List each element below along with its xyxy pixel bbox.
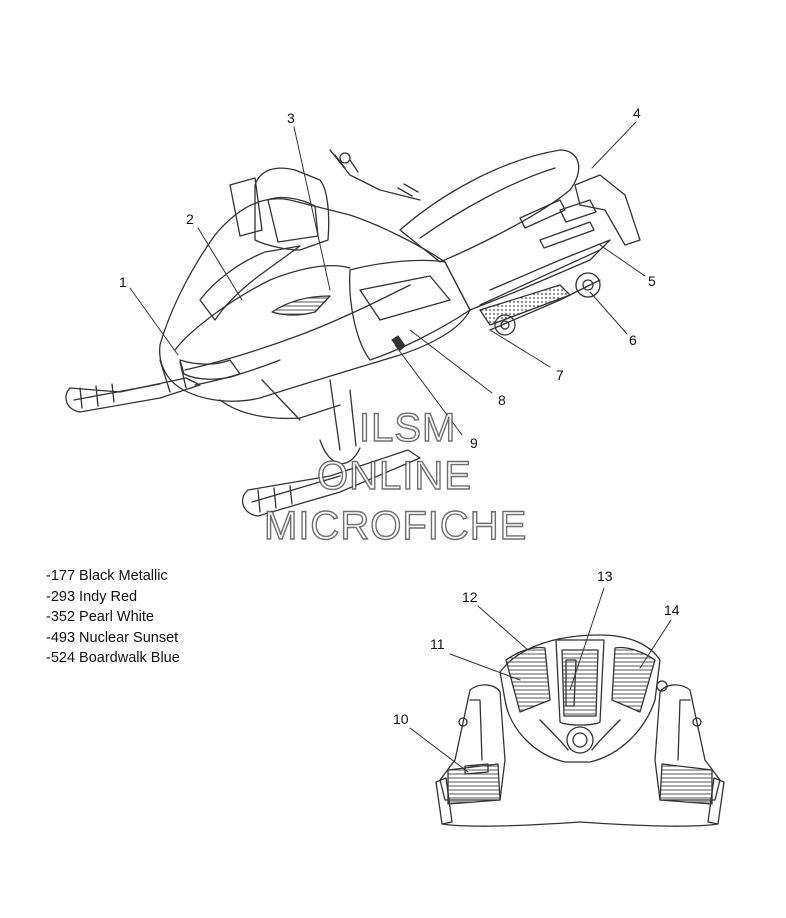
callout-5: 5 <box>648 273 656 289</box>
legend-item: -293 Indy Red <box>46 588 138 605</box>
hood-front-view <box>409 587 725 827</box>
watermark-line-2: ONLINE <box>316 454 472 498</box>
legend-item: -352 Pearl White <box>46 609 154 625</box>
watermark-line-3: MICROFICHE <box>263 504 528 548</box>
callout-1: 1 <box>119 274 127 290</box>
callout-6: 6 <box>629 332 637 348</box>
callout-8: 8 <box>498 392 506 408</box>
callout-14: 14 <box>664 602 680 618</box>
legend-item: -524 Boardwalk Blue <box>46 650 180 666</box>
callout-3: 3 <box>287 110 295 126</box>
callout-2: 2 <box>186 211 194 227</box>
callout-13: 13 <box>597 568 613 584</box>
color-legend: -177 Black Metallic -293 Indy Red -352 P… <box>46 566 180 669</box>
callout-7: 7 <box>556 367 564 383</box>
legend-item: -493 Nuclear Sunset <box>46 629 179 646</box>
snowmobile-main-view <box>65 121 646 517</box>
callout-4: 4 <box>633 105 641 121</box>
callout-11: 11 <box>430 636 445 652</box>
callout-12: 12 <box>462 589 478 605</box>
callout-10: 10 <box>393 711 409 727</box>
callout-9: 9 <box>470 435 478 451</box>
legend-item: -177 Black Metallic <box>46 568 168 584</box>
watermark-line-1: ILSM <box>358 406 457 450</box>
